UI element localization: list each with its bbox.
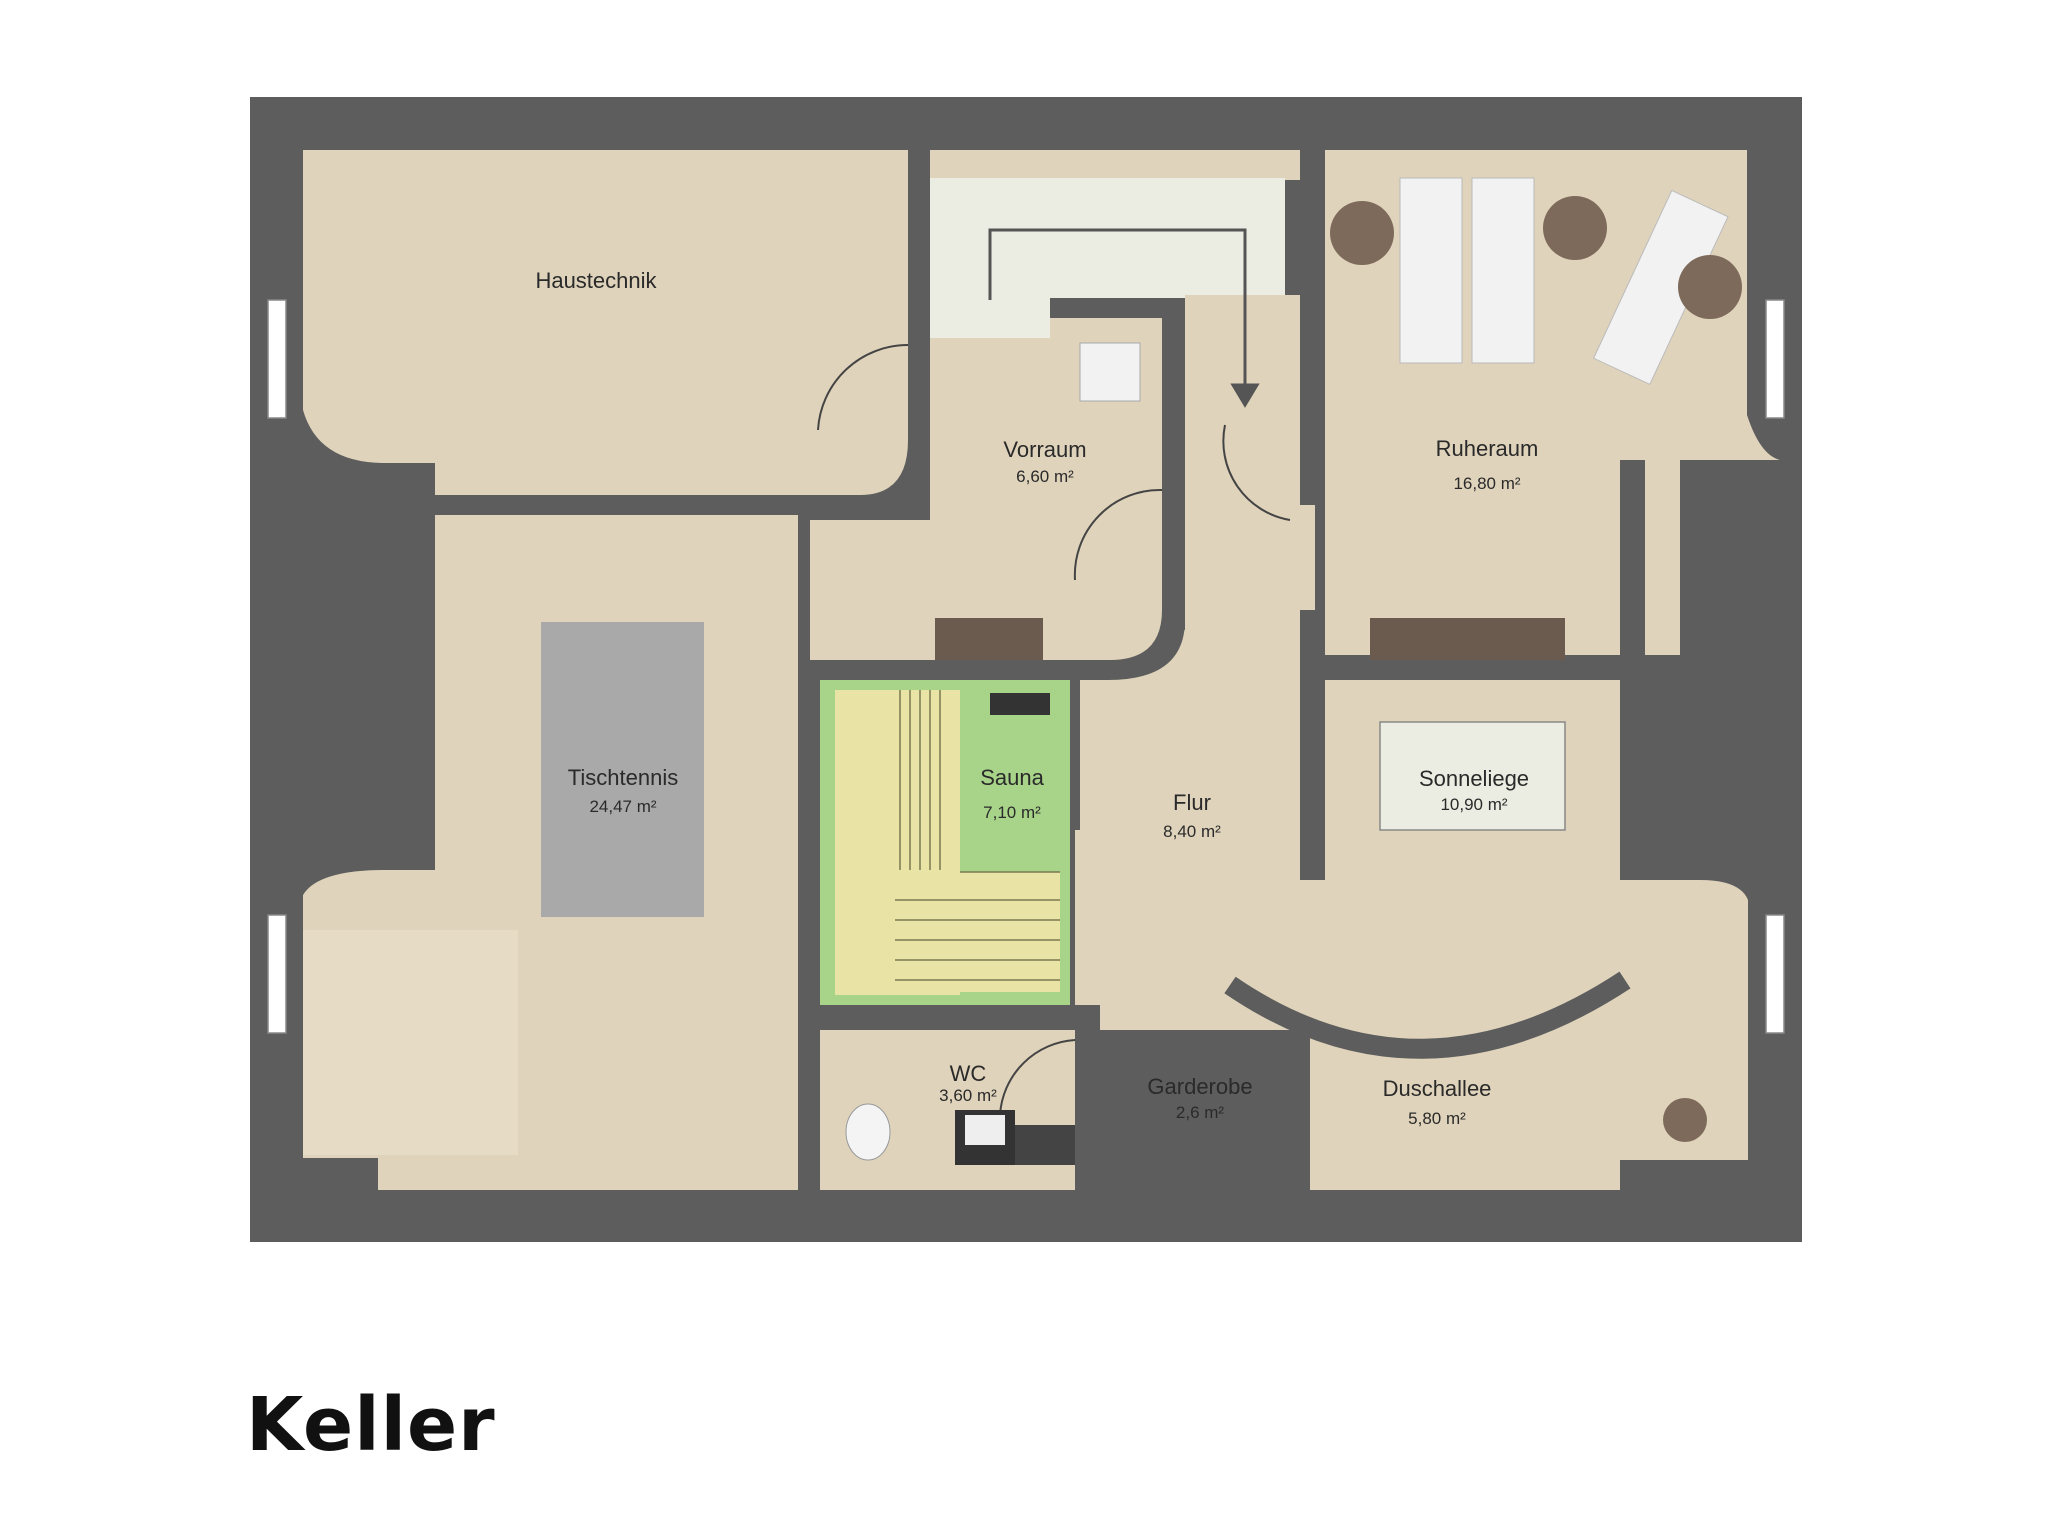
stair-arrow	[988, 228, 1260, 408]
sonneliege-box	[1379, 721, 1566, 831]
floor-stair-zone	[930, 150, 1300, 180]
page-title: Keller	[246, 1382, 496, 1468]
lounger-1	[1399, 177, 1463, 364]
area-duschallee: 5,80 m²	[1408, 1109, 1466, 1128]
label-wc: WC	[950, 1061, 987, 1086]
window-haustechnik	[267, 299, 287, 419]
area-garderobe: 2,6 m²	[1176, 1103, 1225, 1122]
windows	[267, 299, 1785, 1034]
inner-walls	[798, 150, 1645, 1190]
round-table-4	[1663, 1098, 1707, 1142]
area-flur: 8,40 m²	[1163, 822, 1221, 841]
door-vorraum	[1073, 488, 1163, 581]
toilet	[845, 1103, 891, 1161]
label-garderobe: Garderobe	[1147, 1074, 1252, 1099]
round-table-2	[1543, 196, 1607, 260]
vorraum-cabinet	[1079, 342, 1141, 402]
area-wc: 3,60 m²	[939, 1086, 997, 1105]
room-labels: Haustechnik Vorraum 6,60 m² Ruheraum 16,…	[535, 268, 1538, 1128]
round-table-3	[1678, 255, 1742, 319]
vorraum-bench	[935, 618, 1043, 660]
label-ruheraum: Ruheraum	[1436, 436, 1539, 461]
sauna-stove	[990, 693, 1050, 715]
area-sauna: 7,10 m²	[983, 803, 1041, 822]
label-flur: Flur	[1173, 790, 1211, 815]
round-table-1	[1330, 201, 1394, 265]
area-vorraum: 6,60 m²	[1016, 467, 1074, 486]
label-sonneliege: Sonneliege	[1419, 766, 1529, 791]
area-tischtennis: 24,47 m²	[589, 797, 656, 816]
furniture	[541, 177, 1742, 1165]
window-ruheraum	[1765, 299, 1785, 419]
sauna-bench-lower	[895, 872, 1060, 992]
area-ruheraum: 16,80 m²	[1453, 474, 1520, 493]
ping-pong-table	[541, 622, 704, 917]
doors	[817, 343, 1291, 1116]
shower-curve-wall	[1224, 971, 1631, 1059]
label-haustechnik: Haustechnik	[535, 268, 657, 293]
floor-tischtennis-light	[303, 930, 518, 1155]
window-duschallee	[1765, 914, 1785, 1034]
label-vorraum: Vorraum	[1003, 437, 1086, 462]
label-tischtennis: Tischtennis	[568, 765, 678, 790]
door-wc	[999, 1039, 1076, 1116]
lounger-2	[1471, 177, 1535, 364]
label-duschallee: Duschallee	[1383, 1076, 1492, 1101]
ruheraum-bench	[1370, 618, 1565, 660]
window-tischtennis	[267, 914, 287, 1034]
door-haustechnik	[817, 343, 909, 431]
area-sonneliege: 10,90 m²	[1440, 795, 1507, 814]
door-stair	[1222, 424, 1291, 521]
floor-haustechnik	[303, 150, 908, 495]
label-sauna: Sauna	[980, 765, 1044, 790]
